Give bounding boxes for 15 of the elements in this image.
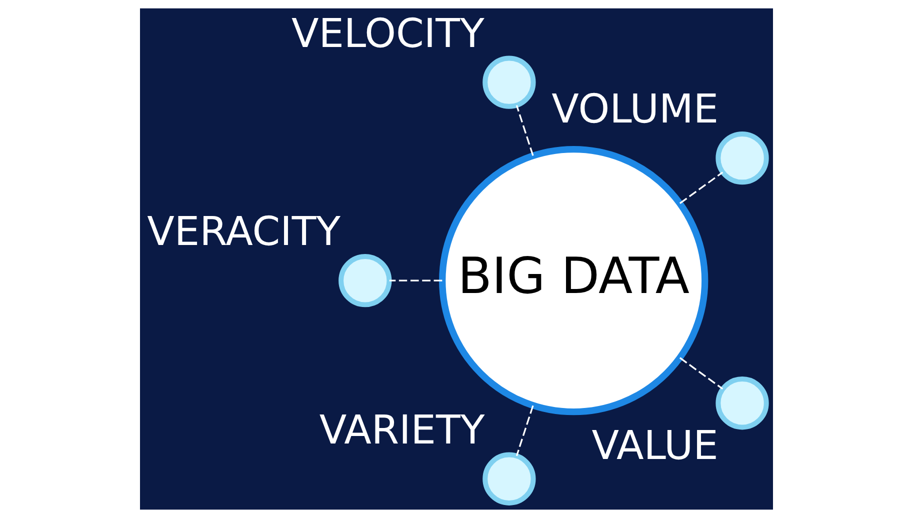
connector (515, 405, 534, 456)
node-circle (715, 131, 768, 185)
node-label: VALUE (591, 423, 718, 470)
connector (388, 280, 442, 282)
node-label: VELOCITY (290, 10, 484, 57)
connector (515, 105, 534, 156)
connector (678, 357, 723, 390)
node-label: VERACITY (146, 209, 340, 256)
node-circle (482, 56, 536, 109)
node-circle (338, 254, 392, 308)
node-circle (715, 376, 768, 430)
connector (678, 172, 723, 204)
node-label: VOLUME (551, 86, 718, 133)
node-circle: BIG DATA (438, 146, 708, 416)
node-circle (482, 452, 536, 506)
